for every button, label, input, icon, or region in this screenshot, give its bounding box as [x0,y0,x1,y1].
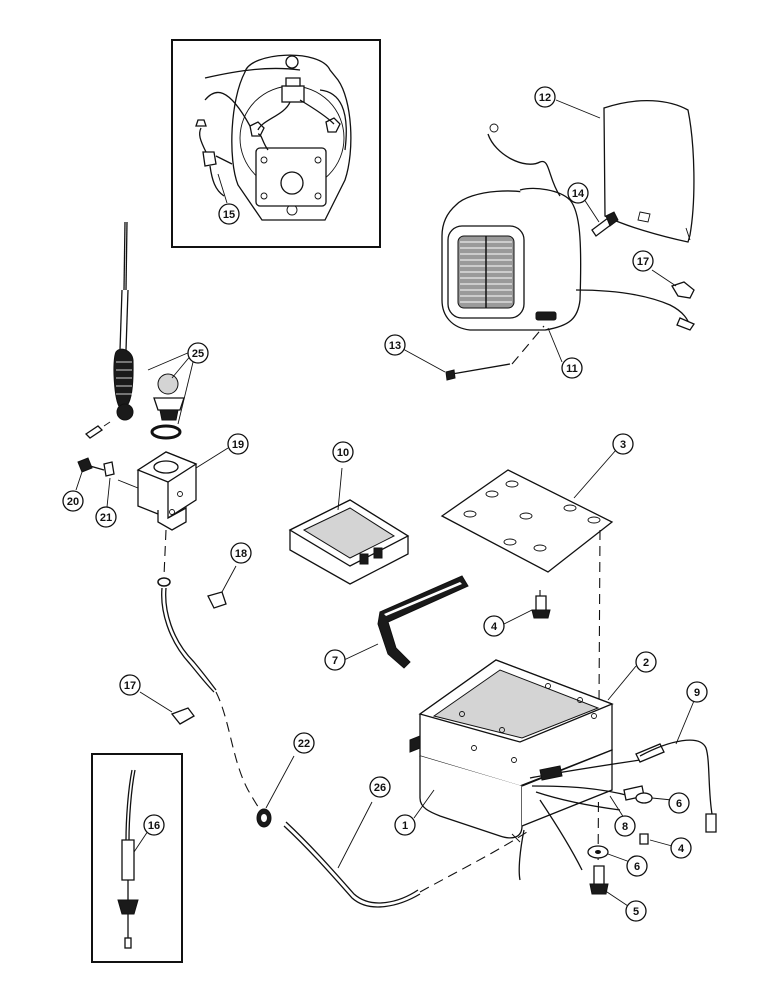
svg-text:17: 17 [124,680,136,692]
callout-11: 11 [561,357,583,379]
svg-text:22: 22 [298,738,310,750]
callout-6-lower: 6 [626,855,648,877]
radio-housing [409,659,717,881]
callout-4-lower: 4 [670,837,692,859]
svg-text:10: 10 [337,447,349,459]
antenna-lead-inset [91,753,183,963]
callout-7: 7 [324,649,346,671]
svg-text:26: 26 [374,782,386,794]
callout-22: 22 [293,732,315,754]
callout-15: 15 [218,203,240,225]
speaker-assembly [402,99,695,381]
svg-text:13: 13 [389,340,401,352]
callout-26: 26 [369,776,391,798]
callout-17-upper: 17 [632,250,654,272]
callout-9: 9 [686,681,708,703]
callout-25: 25 [187,342,209,364]
callout-16: 16 [143,814,165,836]
svg-text:9: 9 [694,687,700,699]
callout-20: 20 [62,490,84,512]
lower-fasteners [587,833,673,907]
svg-text:1: 1 [402,820,408,832]
svg-text:18: 18 [235,548,247,560]
callout-4-upper: 4 [483,615,505,637]
svg-text:17: 17 [637,256,649,268]
callout-18: 18 [230,542,252,564]
svg-text:6: 6 [676,798,682,810]
radio-cartridge [288,467,410,585]
alternator-inset [171,39,381,248]
bolt-upper [503,595,551,625]
callout-1: 1 [394,814,416,836]
svg-text:4: 4 [678,843,685,855]
antenna-assembly [75,221,531,908]
svg-text:20: 20 [67,496,79,508]
svg-text:25: 25 [192,348,204,360]
svg-text:3: 3 [620,439,626,451]
svg-text:4: 4 [491,621,498,633]
callout-6-upper: 6 [668,792,690,814]
callout-12: 12 [534,86,556,108]
svg-text:14: 14 [572,188,585,200]
callout-17-lower: 17 [119,674,141,696]
callout-5: 5 [625,900,647,922]
svg-text:6: 6 [634,861,640,873]
svg-text:8: 8 [622,821,628,833]
svg-text:2: 2 [643,657,649,669]
svg-text:19: 19 [232,439,244,451]
svg-text:12: 12 [539,92,551,104]
svg-text:7: 7 [332,655,338,667]
callout-group: 1 2 3 4 4 5 6 6 7 8 9 10 11 12 13 14 15 … [62,86,708,922]
seal-strip [343,575,469,669]
callout-13: 13 [384,334,406,356]
callout-19: 19 [227,433,249,455]
svg-text:5: 5 [633,906,639,918]
callout-2: 2 [635,651,657,673]
svg-text:21: 21 [100,512,112,524]
svg-text:16: 16 [148,820,160,832]
mounting-plate [440,449,617,881]
callout-3: 3 [612,433,634,455]
callout-14: 14 [567,182,589,204]
svg-text:11: 11 [566,363,578,375]
callout-21: 21 [95,506,117,528]
callout-8: 8 [614,815,636,837]
callout-10: 10 [332,441,354,463]
svg-text:15: 15 [223,209,235,221]
